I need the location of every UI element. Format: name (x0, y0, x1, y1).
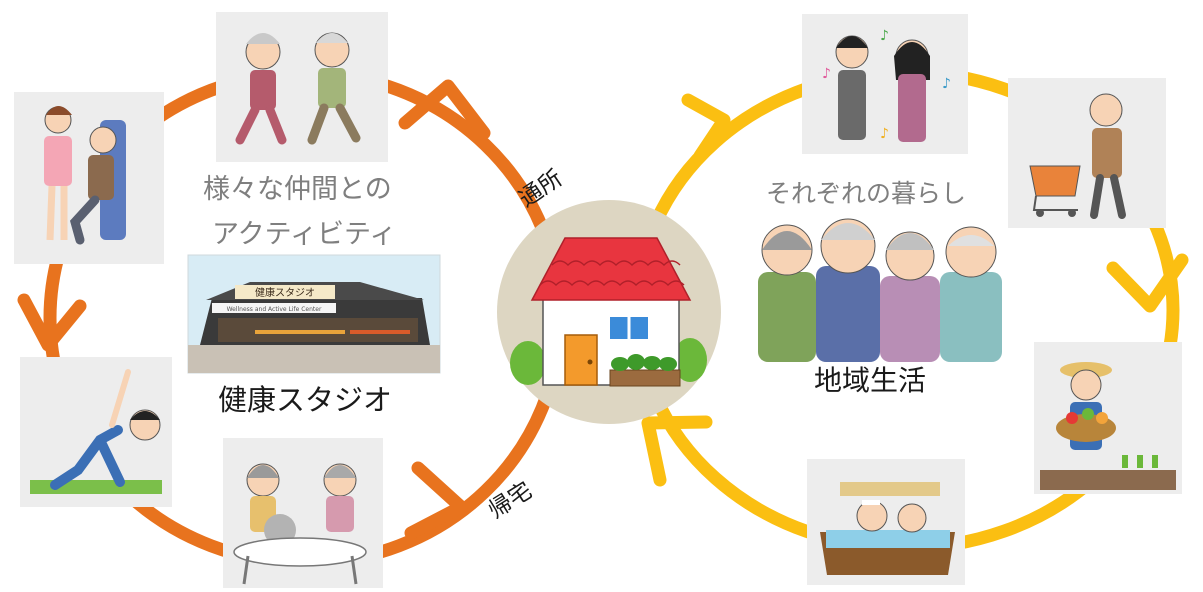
right-caption: それぞれの暮らし (766, 179, 966, 208)
farmer-vegetables-icon (1040, 362, 1176, 490)
leg-exercise-card (14, 92, 164, 264)
studio-building-card: 健康スタジオ Wellness and Active Life Center (187, 254, 441, 374)
karaoke-couple-icon: ♪ ♪ ♪ ♪ (822, 28, 951, 142)
arrow-commute (398, 79, 491, 140)
tea-table-chat-icon (233, 463, 367, 585)
walking-seniors-card (216, 12, 388, 162)
hot-spring-card (807, 459, 965, 585)
yoga-stretch-icon (30, 369, 162, 494)
left-caption-line1: 様々な仲間との (203, 174, 392, 205)
karaoke-card: ♪ ♪ ♪ ♪ (802, 14, 968, 154)
tea-table-card (223, 438, 383, 588)
svg-text:♪: ♪ (822, 66, 831, 82)
building-sign-main: 健康スタジオ (255, 286, 315, 299)
shopping-card (1008, 78, 1166, 228)
elderly-group-card (758, 218, 1002, 362)
studio-building-icon: 健康スタジオ Wellness and Active Life Center (200, 282, 430, 345)
arrow-right-top (681, 93, 731, 163)
arrow-left-down (17, 293, 87, 352)
yoga-stretch-card (20, 357, 172, 507)
farmer-card (1034, 342, 1182, 494)
community-life-label: 地域生活 (814, 364, 926, 397)
arrow-right-down (1106, 253, 1189, 313)
arrow-to-home (641, 415, 713, 487)
house-icon (510, 237, 707, 387)
svg-text:♪: ♪ (880, 126, 889, 142)
home-circle (497, 200, 721, 424)
arrow-return-home (404, 461, 468, 540)
commute-label: 通所 (515, 165, 568, 212)
walking-seniors-icon (235, 32, 361, 145)
elderly-group-icon (758, 218, 1002, 362)
svg-text:♪: ♪ (942, 76, 951, 92)
left-caption-line2: アクティビティ (212, 219, 396, 250)
building-sign-sub: Wellness and Active Life Center (227, 306, 322, 313)
leg-exercise-machine-icon (44, 106, 126, 245)
shopping-cart-senior-icon (1029, 93, 1126, 219)
svg-text:♪: ♪ (880, 28, 889, 44)
studio-name-label: 健康スタジオ (218, 383, 392, 417)
hot-spring-bath-icon (820, 482, 955, 575)
